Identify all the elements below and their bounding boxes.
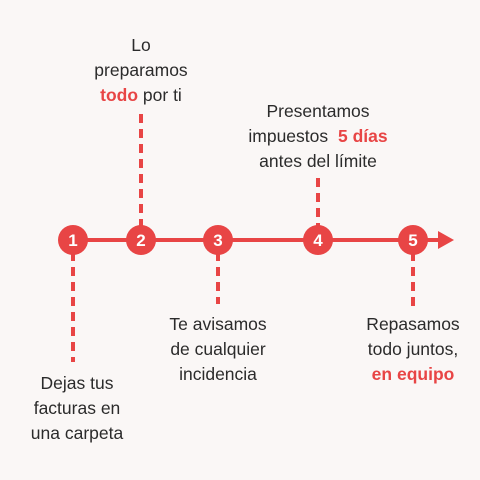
step-5-line-1: Repasamos [366, 314, 460, 334]
step-3-line-3: incidencia [179, 364, 257, 384]
step-4-number: 4 [313, 231, 323, 250]
step-3-line-2: de cualquier [170, 339, 266, 359]
step-1-label: Dejas tus facturas en una carpeta [31, 371, 123, 446]
step-3-number: 3 [213, 231, 222, 250]
step-3-line-1: Te avisamos [169, 314, 267, 334]
step-2-line-3: todo por ti [94, 83, 187, 108]
step-1-line-3: una carpeta [30, 423, 124, 443]
step-2-number: 2 [136, 231, 145, 250]
step-5-number: 5 [408, 231, 417, 250]
step-1-number: 1 [68, 231, 77, 250]
step-4-line-2-text: impuestos [248, 126, 333, 146]
step-3-marker: 3 [203, 225, 233, 255]
step-5-marker: 5 [398, 225, 428, 255]
step-5-highlight: en equipo [371, 364, 455, 384]
step-4-line-1: Presentamos [266, 101, 370, 121]
step-4-highlight: 5 días [338, 126, 388, 146]
step-1-line-2: facturas en [33, 398, 121, 418]
step-1-line-1: Dejas tus [40, 373, 114, 393]
step-2-line-1: Lo [131, 35, 151, 55]
step-5-label: Repasamos todo juntos, en equipo [366, 312, 459, 387]
step-2-line-2: preparamos [94, 60, 188, 80]
step-2-marker: 2 [126, 225, 156, 255]
step-2-highlight: todo [100, 85, 139, 105]
step-5-line-2: todo juntos, [367, 339, 459, 359]
step-4-line-3: antes del límite [259, 151, 377, 171]
step-4-marker: 4 [303, 225, 333, 255]
timeline-arrowhead [438, 231, 454, 249]
step-1-marker: 1 [58, 225, 88, 255]
step-2-line-3-rest: por ti [138, 85, 182, 105]
step-5-line-3: en equipo [366, 362, 459, 387]
step-4-label: Presentamos impuestos 5 días antes del l… [248, 99, 387, 174]
step-2-label: Lo preparamos todo por ti [94, 33, 187, 108]
step-3-label: Te avisamos de cualquier incidencia [169, 312, 266, 387]
step-4-line-2: impuestos 5 días [248, 124, 387, 149]
